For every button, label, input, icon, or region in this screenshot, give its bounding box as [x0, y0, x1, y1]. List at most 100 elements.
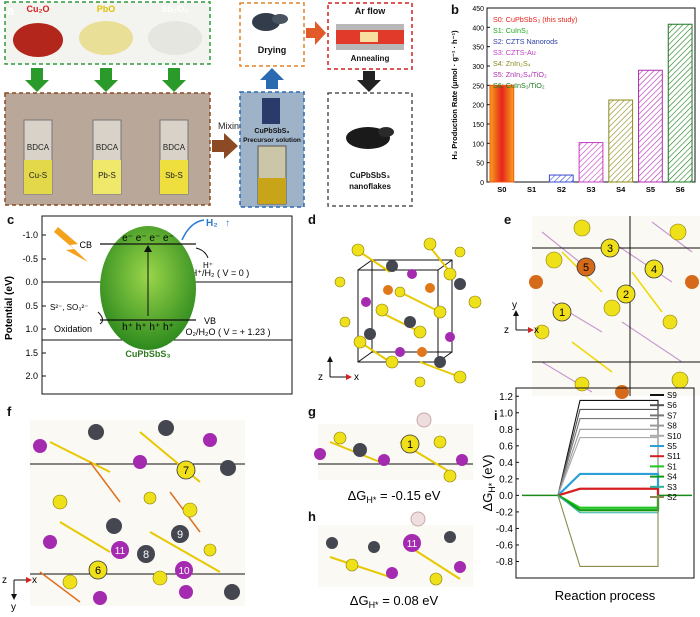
material-label: CuPbSbS₃ — [125, 349, 170, 359]
axis-indicator: y z x — [504, 300, 539, 336]
legend-entry: S11 — [667, 452, 681, 461]
axis-label: z — [504, 325, 509, 336]
drying-label: Drying — [258, 45, 287, 55]
panel-label: b — [451, 2, 459, 17]
site-label: 4 — [651, 264, 657, 276]
x-tick-label: S6 — [676, 185, 685, 194]
legend-entry: S1 — [667, 462, 677, 471]
y-tick-label: -0.6 — [496, 540, 514, 551]
legend-entry: S7 — [667, 411, 677, 420]
site-label: 10 — [178, 566, 190, 577]
x-tick-label: S5 — [646, 185, 655, 194]
bar-s3 — [578, 142, 604, 183]
arrow-up-icon — [260, 68, 284, 89]
axis-label: z — [318, 372, 323, 383]
hydrogen-atom — [416, 412, 432, 428]
legend-entry: S0: CuPbSbS₃ (this study) — [493, 15, 577, 24]
arrow-up-icon: ↑ — [225, 218, 230, 229]
mixing-label: Mixing — [218, 121, 244, 131]
lightning-icon — [54, 227, 88, 262]
pbo-powder — [79, 21, 133, 55]
y-tick-label: 50 — [476, 161, 484, 168]
site-label: 5 — [583, 262, 589, 274]
axis-label: x — [354, 372, 359, 383]
precursor-label: CuPbSbS₃ — [254, 128, 289, 135]
panel-g: g 1 ΔGH* = -0.15 eV — [300, 402, 478, 507]
band-diagram: Potential (eV) -1.0 -0.5 0.0 0.5 1.0 1.5… — [4, 215, 293, 395]
panel-label: e — [504, 212, 512, 227]
arrow-down-icon — [25, 68, 49, 92]
panel-label: f — [7, 404, 12, 419]
gibbs-energy-label: ΔGH* = 0.08 eV — [350, 593, 439, 610]
axis-label: x — [534, 325, 539, 336]
cb-label: CB — [79, 240, 92, 250]
bar-s6 — [667, 23, 693, 183]
vb-label: VB — [204, 316, 216, 326]
axis-label: x — [32, 575, 37, 586]
sulfur-atoms — [534, 219, 689, 392]
vial-solution: Cu-S — [29, 171, 47, 180]
axis-label: z — [2, 575, 7, 586]
precursor-label: Precursor solution — [243, 137, 301, 144]
y-tick-label: 200 — [472, 103, 484, 110]
vial-solution: Sb-S — [165, 171, 183, 180]
legend-entry: S5: ZnIn₂S₄/TiO₂ — [493, 70, 547, 79]
annealing-label: Annealing — [351, 54, 390, 63]
panel-label: g — [308, 404, 316, 419]
site-label: 9 — [177, 529, 183, 541]
y-tick-label: 450 — [472, 6, 484, 13]
bar-s2 — [548, 174, 574, 183]
y-tick-label: -0.8 — [496, 557, 514, 568]
bar-s5 — [638, 69, 663, 183]
sb2o3-powder — [148, 21, 202, 55]
y-tick-label: 0.2 — [499, 474, 513, 485]
cu2o-powder — [13, 23, 63, 57]
oxidation-label: Oxidation — [54, 324, 92, 334]
legend-entry: S3 — [667, 483, 677, 492]
y-tick-label: 0.8 — [499, 425, 513, 436]
legend-entry: S1: CuInS₂ — [493, 26, 529, 35]
x-tick-label: S1 — [527, 185, 536, 194]
legend-entry: S10 — [667, 432, 682, 441]
series-s10 — [557, 437, 659, 496]
panel-label: d — [308, 212, 316, 227]
hydrogen-atom — [410, 511, 426, 527]
crystal-structure-d: z x — [318, 237, 482, 388]
h-level-label: H⁺/H₂ ( V = 0 ) — [191, 268, 250, 278]
sulfide-label: S²⁻, SO₃²⁻ — [50, 303, 88, 312]
panel-a: BDCA BDCA BDCA Cu-S Pb-S Sb-S Cu₂O PbO S… — [0, 0, 445, 210]
gibbs-energy-label: ΔGH* = -0.15 eV — [348, 488, 441, 505]
pb-atoms — [88, 420, 240, 600]
y-ticks: -1.0 -0.5 0.0 0.5 1.0 1.5 2.0 — [22, 230, 46, 381]
legend-entry: S4 — [667, 473, 677, 482]
y-tick: 0.5 — [25, 301, 38, 311]
x-tick-label: S0 — [497, 185, 506, 194]
site-label: 8 — [143, 549, 149, 561]
arrow-down-icon — [162, 68, 186, 92]
vial-solution: Pb-S — [98, 171, 116, 180]
arrow-right-icon — [306, 21, 326, 45]
panel-a-figure: BDCA BDCA BDCA Cu-S Pb-S Sb-S Cu₂O PbO S… — [4, 1, 413, 208]
y-tick-label: -0.4 — [496, 524, 514, 535]
panel-label: a — [7, 3, 15, 18]
panel-label: c — [7, 212, 15, 227]
y-tick-label: 1.0 — [499, 408, 513, 419]
series-s2 — [557, 495, 659, 567]
y-tick-label: 300 — [472, 64, 484, 71]
x-tick-label: S4 — [616, 185, 626, 194]
axis-label: y — [11, 602, 16, 612]
vial-label: BDCA — [163, 143, 186, 152]
y-tick-label: 250 — [472, 83, 484, 90]
arrow-right-icon — [212, 133, 238, 159]
series-s6 — [557, 408, 659, 496]
series-s8 — [557, 428, 659, 496]
legend-entry: S4: ZnIn₂S₄ — [493, 59, 531, 68]
y-tick-label: 350 — [472, 45, 484, 52]
y-tick-label: 100 — [472, 141, 484, 148]
y-tick-label: 0.6 — [499, 441, 513, 452]
y-axis-label: H₂ Production Rate (μmol · g⁻¹ · h⁻¹) — [450, 30, 459, 160]
legend-entry: S8 — [667, 422, 677, 431]
legend-entry: S6: CuInS₂/TiO₂ — [493, 81, 545, 90]
panel-f: f 6 7 8 9 — [0, 402, 298, 613]
